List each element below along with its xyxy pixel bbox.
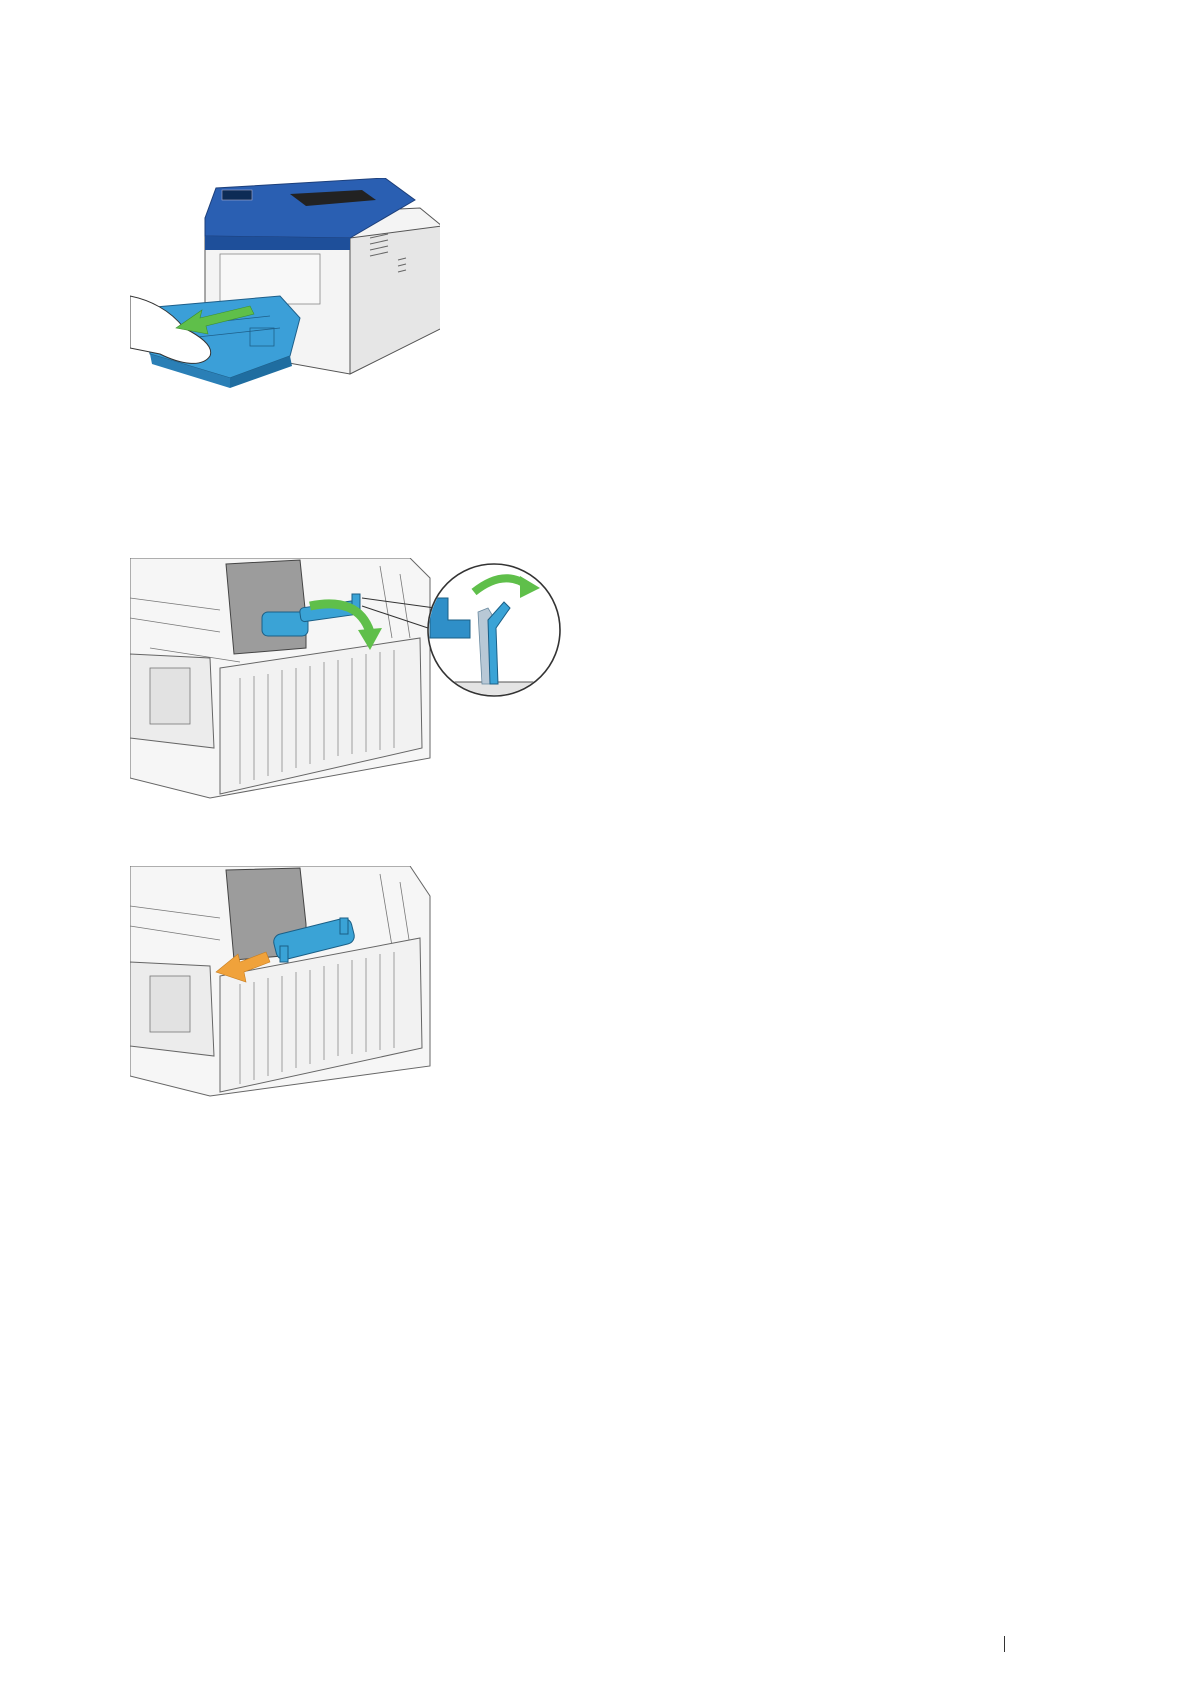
tray-roller-slide-illustration — [130, 866, 470, 1106]
page-margin-rule — [1004, 1636, 1005, 1652]
printer-illustration — [130, 178, 440, 408]
retard-roller-cover-figure — [130, 558, 610, 808]
retard-roller-slide-figure — [130, 866, 470, 1106]
tray-roller-illustration — [130, 558, 610, 808]
printer-tray-removal-figure — [130, 178, 440, 408]
